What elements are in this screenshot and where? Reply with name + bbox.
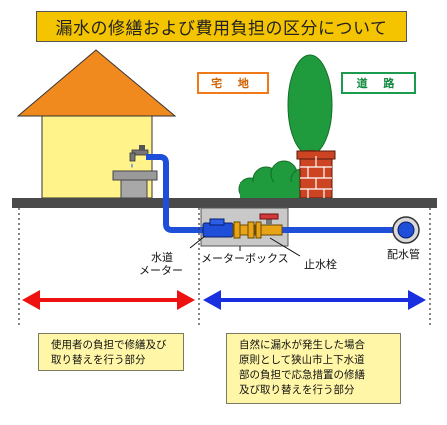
water-main-label: 配水管 bbox=[387, 248, 420, 261]
city-side-note-line: 及び取り替えを行う部分 bbox=[239, 384, 355, 396]
city-side-note-line: 部の負担で応急措置の修繕 bbox=[239, 369, 365, 381]
city-side-note-line: 原則として狭山市上下水道 bbox=[239, 354, 365, 366]
water-meter-label-2: メーター bbox=[139, 264, 183, 277]
stop-valve-label: 止水栓 bbox=[304, 258, 337, 271]
sink-basin bbox=[112, 170, 158, 181]
user-side-note-line: 使用者の負担で修繕及び bbox=[51, 339, 167, 351]
water-main-icon bbox=[392, 216, 420, 244]
user-side-note: 使用者の負担で修繕及び 取り替えを行う部分 bbox=[38, 333, 184, 371]
private-land-tag: 宅 地 bbox=[197, 72, 269, 94]
road-tag: 道 路 bbox=[341, 72, 416, 94]
meter-box-label: メーターボックス bbox=[201, 252, 289, 265]
service-pipe bbox=[146, 154, 395, 233]
stop-valve-icon bbox=[255, 213, 283, 239]
ground-road bbox=[12, 198, 437, 208]
user-side-note-line: 取り替えを行う部分 bbox=[51, 354, 146, 366]
city-side-note-line: 自然に漏水が発生した場合 bbox=[239, 339, 365, 351]
brick-pillar bbox=[296, 150, 336, 199]
city-responsibility-arrow bbox=[203, 290, 426, 310]
meter-leader-line bbox=[189, 235, 206, 249]
water-meter-icon bbox=[202, 218, 256, 239]
sink-stand bbox=[120, 179, 148, 199]
city-side-note: 自然に漏水が発生した場合 原則として狭山市上下水道 部の負担で応急措置の修繕 及… bbox=[226, 333, 401, 404]
tree-icon bbox=[287, 54, 333, 156]
faucet-icon bbox=[129, 145, 149, 168]
house-roof bbox=[16, 49, 177, 117]
page-title: 漏水の修繕および費用負担の区分について bbox=[36, 11, 407, 42]
water-meter-label: 水道 bbox=[151, 251, 173, 264]
valve-leader-line bbox=[269, 237, 301, 257]
user-responsibility-arrow bbox=[22, 290, 195, 310]
